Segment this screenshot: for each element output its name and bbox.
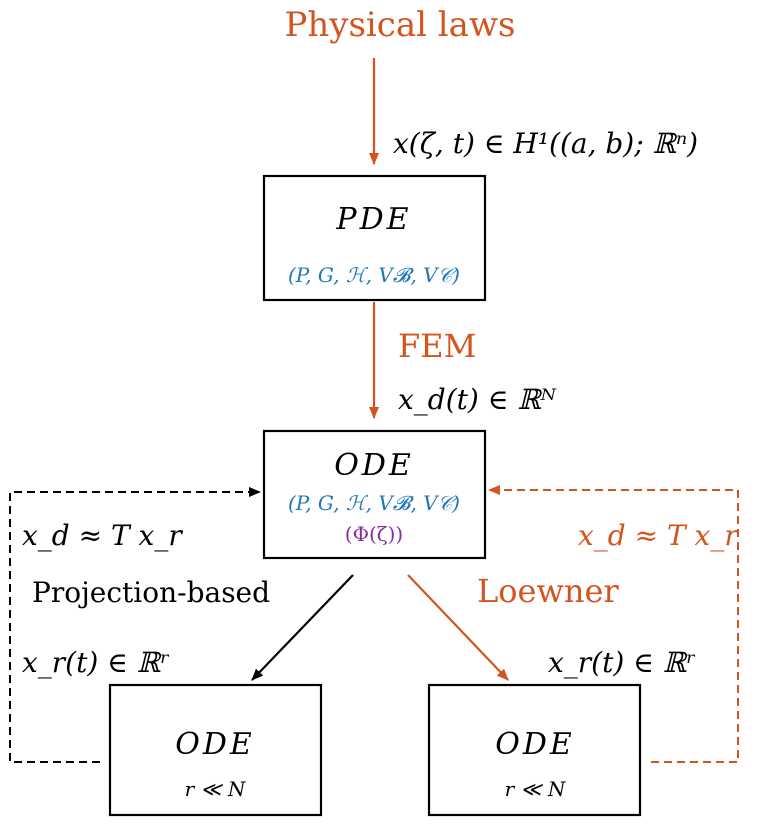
reduced-ode-loewner-title: ODE [495,727,575,762]
projection-reduced-state-label: x_r(t) ∈ ℝʳ [22,646,170,679]
loewner-approx-label: x_d ≈ T x_r [578,519,739,552]
projection-feedback-dashed-line [9,487,261,763]
loewner-label: Loewner [477,572,619,610]
reduced-ode-loewner-condition: r ≪ N [505,777,567,801]
ode-box-basis: (Φ(ζ)) [345,522,403,546]
continuous-state-space-label: x(ζ, t) ∈ H¹((a, b); ℝⁿ) [393,127,698,160]
ode-box-title: ODE [334,448,414,483]
projection-based-label: Projection-based [32,576,270,609]
arrow-ode-to-reduced-projection [251,574,354,681]
reduced-ode-box-projection [108,683,323,817]
physical-laws-label: Physical laws [285,5,516,45]
reduced-ode-projection-title: ODE [175,727,255,762]
discrete-state-space-label: x_d(t) ∈ ℝᴺ [398,383,557,416]
reduced-ode-box-loewner [427,683,642,817]
pde-box [262,174,487,302]
pde-box-title: PDE [335,202,411,237]
arrow-ode-to-reduced-loewner [407,574,509,681]
ode-box [262,429,487,560]
ode-box-params: (P, G, ℋ, V𝓑, V𝒞) [288,491,460,515]
fem-label: FEM [398,327,476,365]
pde-box-params: (P, G, ℋ, V𝓑, V𝒞) [288,263,460,287]
projection-approx-label: x_d ≈ T x_r [22,519,183,552]
loewner-feedback-dashed-line [488,485,739,763]
loewner-reduced-state-label: x_r(t) ∈ ℝʳ [548,646,696,679]
reduced-ode-projection-condition: r ≪ N [185,777,247,801]
